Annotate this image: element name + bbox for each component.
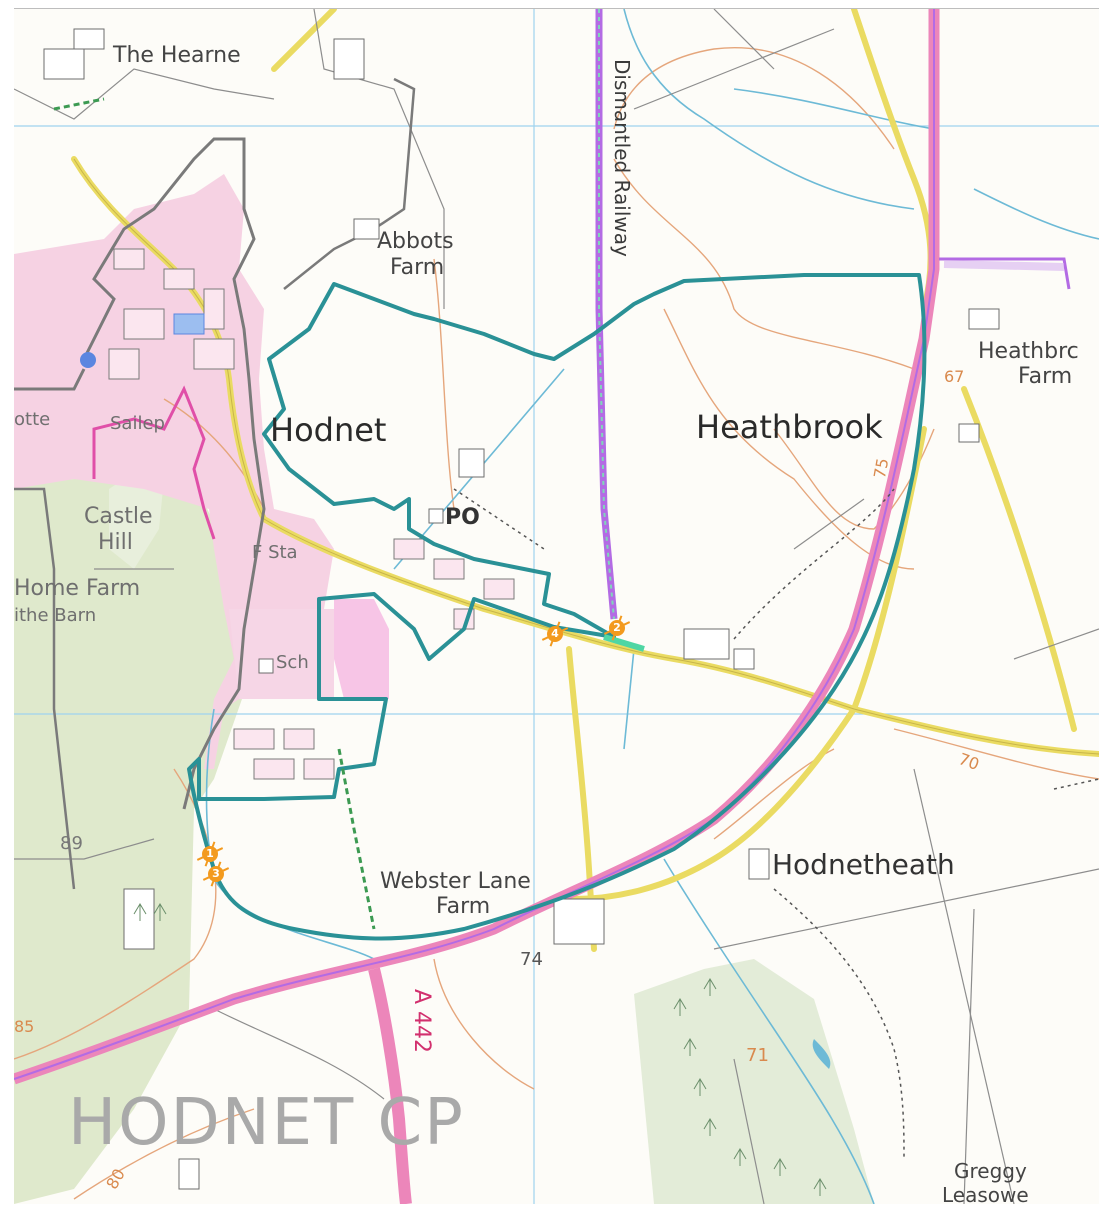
route-marker-4[interactable]: 4	[547, 626, 563, 642]
label-castle: Castle	[84, 504, 153, 529]
village-houses	[108, 248, 515, 780]
label-a442: A 442	[409, 989, 434, 1054]
parish-boundary-3	[14, 487, 76, 890]
local-boundary-pink	[92, 385, 216, 540]
label-dismantled-railway: Dismantled Railway	[610, 59, 634, 257]
route-marker-2-label: 2	[613, 621, 621, 634]
contour-label-85: 85	[14, 1017, 35, 1036]
route-marker-3[interactable]: 3	[208, 866, 224, 882]
parish-boundary-2	[14, 368, 86, 391]
contour-label-71: 71	[746, 1045, 769, 1066]
label-parish: HODNET CP	[68, 1086, 465, 1160]
a442-road	[14, 9, 1071, 1204]
spot-height-89: 89	[60, 833, 83, 854]
walk-route	[187, 273, 927, 941]
contour-label-67: 67	[944, 367, 965, 386]
contour-label-75: 75	[870, 456, 893, 480]
green-path	[337, 748, 376, 930]
label-hodnet: Hodnet	[270, 411, 387, 449]
label-lotte: otte	[14, 409, 51, 430]
route-marker-2[interactable]: 2	[609, 620, 625, 636]
label-abbots: Abbots	[377, 229, 454, 254]
tree-symbols	[133, 903, 827, 1196]
parish-boundary	[82, 137, 266, 810]
label-abbots-farm: Farm	[390, 255, 445, 280]
label-greggy: Greggy	[954, 1159, 1027, 1183]
label-sch: Sch	[276, 652, 309, 673]
dotted-paths	[453, 488, 1099, 1160]
label-hodnetheath: Hodnetheath	[772, 848, 955, 881]
map-graphics	[14, 9, 1099, 1204]
label-sailep: Sailep	[110, 413, 165, 434]
minor-roads-outline	[73, 158, 1099, 755]
label-hill: Hill	[98, 530, 133, 555]
spot-height-74: 74	[520, 949, 543, 970]
pond-hodnetheath	[812, 1039, 831, 1069]
castle-hill-park-area	[14, 474, 242, 1204]
os-map-view[interactable]: The Hearne Abbots Farm Hodnet Heathbrook…	[14, 8, 1099, 1204]
label-leasowe: Leasowe	[942, 1183, 1029, 1204]
school-field-area	[334, 599, 389, 699]
route-marker-1-label: 1	[206, 847, 214, 860]
buildings	[43, 28, 1000, 1190]
route-marker-3-label: 3	[212, 867, 220, 880]
label-heathbrook: Heathbrook	[696, 408, 883, 446]
label-webster-lane: Webster Lane	[380, 869, 531, 894]
park-pond	[173, 313, 205, 335]
greggy-woodland-area	[634, 959, 874, 1204]
label-f-sta: F Sta	[252, 542, 298, 563]
label-tithe-barn: ithe Barn	[14, 605, 97, 626]
route-marker-4-label: 4	[551, 627, 559, 640]
label-webster-farm: Farm	[436, 894, 491, 919]
location-pin-icon[interactable]	[80, 352, 96, 368]
green-path-2	[53, 97, 105, 111]
label-heathbrook-farm-1: Heathbrc	[978, 339, 1079, 364]
parish-boundary-4	[283, 77, 416, 290]
route-marker-1[interactable]: 1	[202, 846, 218, 862]
label-home-farm: Home Farm	[14, 576, 141, 601]
sch-area	[229, 609, 334, 699]
dismantled-railway	[595, 9, 618, 620]
label-the-hearne: The Hearne	[113, 43, 241, 68]
the-hearne-wood	[109, 479, 164, 569]
label-heathbrook-farm-2: Farm	[1018, 364, 1073, 389]
label-post-office: PO	[445, 505, 480, 530]
